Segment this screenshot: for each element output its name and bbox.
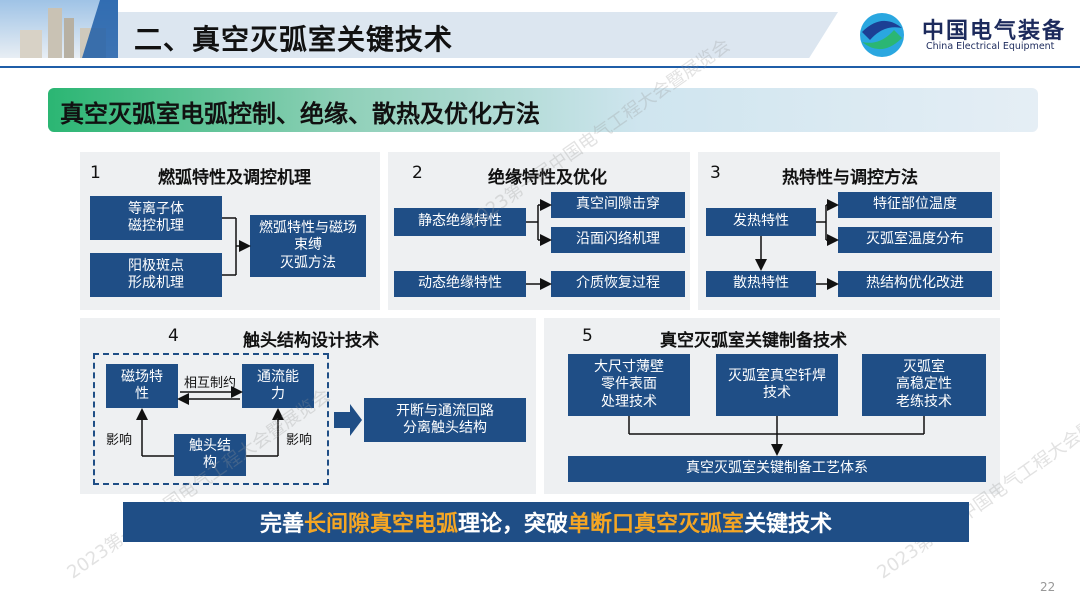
label-mutual-constraint: 相互制约 bbox=[184, 376, 237, 391]
banner-text: 关键技术 bbox=[744, 512, 833, 537]
company-logo-icon bbox=[852, 10, 912, 60]
panel-title: 热特性与调控方法 bbox=[782, 168, 918, 188]
box-process-system: 真空灭弧室关键制备工艺体系 bbox=[568, 456, 986, 482]
panel-number: 2 bbox=[412, 163, 423, 183]
box-magnetic-field: 磁场特 性 bbox=[106, 364, 178, 408]
banner-highlight: 长间隙真空电弧 bbox=[303, 512, 458, 537]
box-static-insulation: 静态绝缘特性 bbox=[394, 208, 526, 236]
panel-number: 5 bbox=[582, 326, 593, 346]
box-plasma-magnetic-control: 等离子体 磁控机理 bbox=[90, 196, 222, 240]
header-divider bbox=[0, 66, 1080, 68]
box-dielectric-recovery: 介质恢复过程 bbox=[551, 271, 685, 297]
banner-text: 理论，突破 bbox=[457, 512, 568, 537]
box-anode-spot: 阳极斑点 形成机理 bbox=[90, 253, 222, 297]
box-large-thin-wall: 大尺寸薄壁 零件表面 处理技术 bbox=[568, 354, 690, 416]
panel-title: 绝缘特性及优化 bbox=[488, 168, 607, 188]
box-heat-dissipation: 散热特性 bbox=[706, 271, 816, 297]
box-dynamic-insulation: 动态绝缘特性 bbox=[394, 271, 526, 297]
box-feature-temperature: 特征部位温度 bbox=[838, 192, 992, 218]
contact-design-dashed-group bbox=[93, 353, 329, 485]
page-title: 二、真空灭弧室关键技术 bbox=[134, 23, 454, 56]
box-vacuum-gap-breakdown: 真空间隙击穿 bbox=[551, 192, 685, 218]
box-vacuum-brazing: 灭弧室真空钎焊 技术 bbox=[716, 354, 838, 416]
box-contact-structure: 触头结 构 bbox=[174, 434, 246, 476]
box-high-stability-conditioning: 灭弧室 高稳定性 老练技术 bbox=[862, 354, 986, 416]
label-influence-right: 影响 bbox=[286, 433, 313, 448]
logo-text-cn: 中国电气装备 bbox=[922, 19, 1067, 44]
page-number: 22 bbox=[1040, 580, 1056, 594]
banner-highlight: 单断口真空灭弧室 bbox=[568, 512, 745, 537]
box-surface-flashover: 沿面闪络机理 bbox=[551, 227, 685, 253]
box-thermal-optimization: 热结构优化改进 bbox=[838, 271, 992, 297]
box-current-capacity: 通流能 力 bbox=[242, 364, 314, 408]
logo-text-en: China Electrical Equipment bbox=[926, 41, 1055, 52]
header-photo bbox=[0, 0, 118, 58]
box-heating: 发热特性 bbox=[706, 208, 816, 236]
label-influence-left: 影响 bbox=[106, 433, 133, 448]
title-bar bbox=[118, 12, 838, 58]
panel-title: 触头结构设计技术 bbox=[243, 331, 379, 351]
subtitle-bar bbox=[48, 88, 1038, 132]
box-arc-method: 燃弧特性与磁场 束缚 灭弧方法 bbox=[250, 215, 366, 277]
box-temperature-distribution: 灭弧室温度分布 bbox=[838, 227, 992, 253]
panel-number: 4 bbox=[168, 326, 179, 346]
panel-title: 真空灭弧室关键制备技术 bbox=[660, 331, 847, 351]
banner-text: 完善 bbox=[259, 512, 304, 537]
conclusion-banner: 完善长间隙真空电弧理论，突破单断口真空灭弧室关键技术 bbox=[123, 502, 969, 542]
section-subtitle: 真空灭弧室电弧控制、绝缘、散热及优化方法 bbox=[60, 100, 540, 128]
panel-number: 3 bbox=[710, 163, 721, 183]
panel-title: 燃弧特性及调控机理 bbox=[158, 168, 311, 188]
box-separated-contact: 开断与通流回路 分离触头结构 bbox=[364, 398, 526, 442]
panel-number: 1 bbox=[90, 163, 101, 183]
